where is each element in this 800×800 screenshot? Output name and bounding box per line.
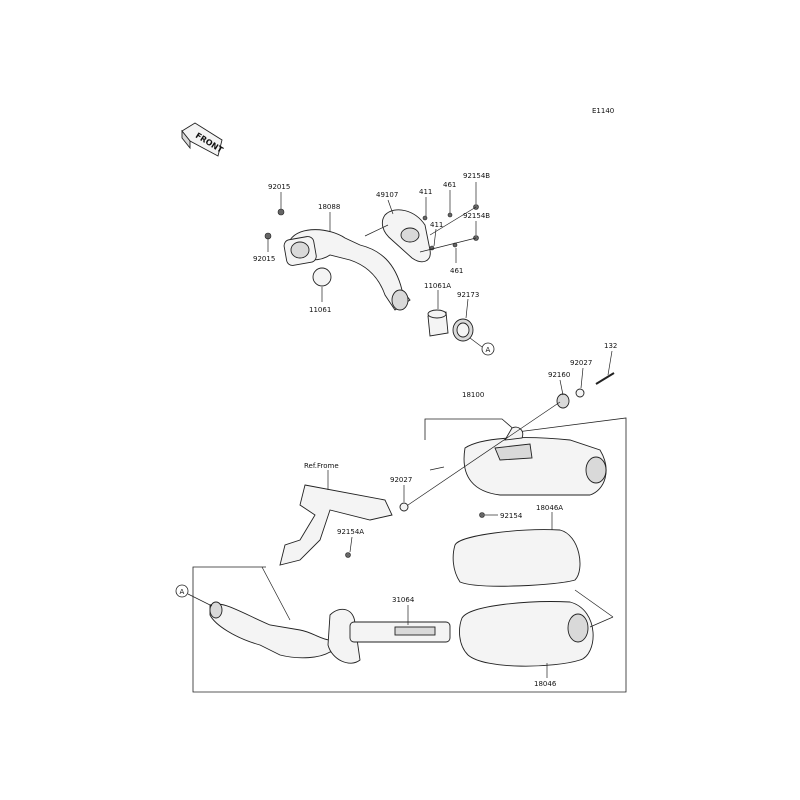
label-92015-bottom: 92015 — [253, 255, 275, 263]
svg-text:Ref.Frome: Ref.Frome — [304, 462, 339, 470]
label-92154A: 92154A — [337, 528, 364, 536]
callout-a-bottom — [175, 584, 189, 598]
frame-bracket — [279, 484, 393, 566]
washer-92027-mid — [399, 502, 409, 512]
muffler-cover-18046 — [459, 601, 594, 667]
leader-lines-lower — [349, 350, 613, 678]
label-92027-top: 92027 — [570, 359, 592, 367]
holder-49107 — [381, 209, 431, 263]
label-92154B-bottom: 92154B — [463, 212, 490, 220]
bolt-132 — [595, 372, 615, 385]
label-11061: 11061 — [309, 306, 331, 314]
label-18088: 18088 — [318, 203, 340, 211]
label-461-bottom: 461 — [450, 267, 463, 275]
muffler-cover-18046A — [452, 529, 581, 587]
label-18046: 18046 — [534, 680, 557, 688]
clamp-92173 — [452, 318, 474, 342]
exhaust-pipe-31064 — [209, 601, 451, 664]
label-92173: 92173 — [457, 291, 479, 299]
label-18100: 18100 — [462, 391, 484, 399]
washer-461-top — [447, 212, 453, 218]
bolt-92154 — [479, 512, 485, 518]
callout-a-bottom-label: A — [180, 588, 185, 596]
label-411-top: 411 — [419, 188, 432, 196]
leader-lines-top — [267, 182, 483, 348]
ref-frame-label: Ref.Frome — [304, 462, 339, 470]
callout-a-top — [481, 342, 495, 356]
label-49107: 49107 — [376, 191, 398, 199]
label-411-bottom: 411 — [430, 221, 443, 229]
connector-11061A — [427, 309, 449, 337]
washer-92027-top — [575, 388, 585, 398]
collar-92160 — [556, 393, 570, 409]
callout-a-top-label: A — [486, 346, 491, 354]
nut-92015-top — [277, 208, 285, 216]
bolt-92154A — [345, 552, 351, 558]
label-92015-top: 92015 — [268, 183, 290, 191]
label-18046A: 18046A — [536, 504, 563, 512]
label-461-top: 461 — [443, 181, 456, 189]
label-11061A: 11061A — [424, 282, 451, 290]
gasket-11061 — [312, 267, 332, 287]
label-31064: 31064 — [392, 596, 415, 604]
diagram-code: E1140 — [592, 107, 614, 115]
label-92027-mid: 92027 — [390, 476, 412, 484]
label-92154B-top: 92154B — [463, 172, 490, 180]
muffler-frame-box — [192, 417, 627, 693]
washer-411-top — [422, 215, 428, 221]
label-132: 132 — [604, 342, 617, 350]
label-92154: 92154 — [500, 512, 523, 520]
label-92160: 92160 — [548, 371, 570, 379]
header-pipe-18088 — [283, 229, 411, 311]
muffler-18100 — [463, 426, 607, 496]
front-arrow-icon: FRONT — [181, 122, 225, 157]
